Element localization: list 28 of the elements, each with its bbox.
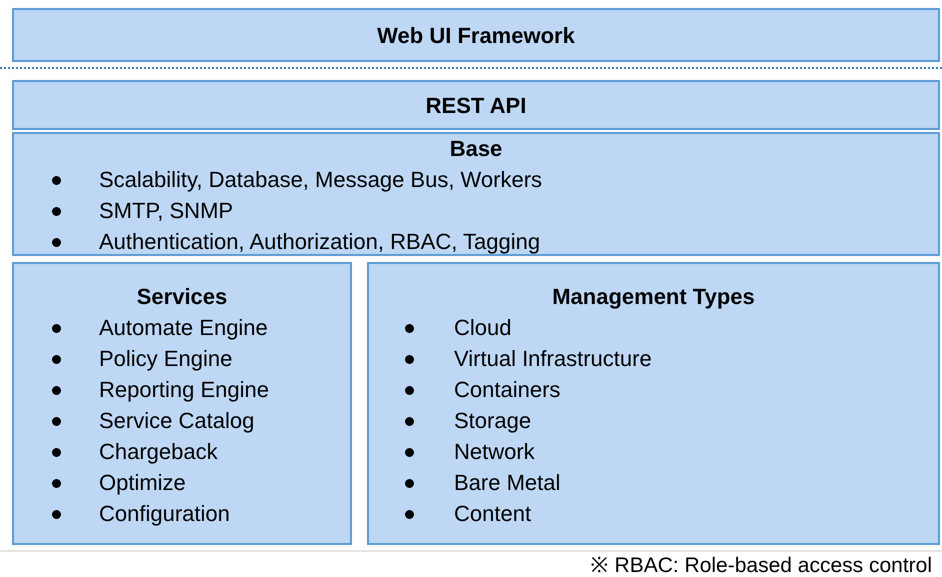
footnote: ※ RBAC: Role-based access control	[590, 553, 932, 577]
box-heading: Base	[450, 136, 502, 162]
list-item: Cloud	[454, 315, 512, 341]
layer-box	[12, 80, 940, 130]
box-heading: Services	[136, 284, 228, 310]
list-item: Network	[454, 439, 535, 465]
list-item: Service Catalog	[99, 408, 254, 434]
list-item: SMTP, SNMP	[99, 198, 234, 224]
layer-box	[12, 8, 940, 62]
list-item: Storage	[454, 408, 532, 434]
panel-box	[367, 262, 940, 545]
box-heading: Management Types	[552, 284, 755, 310]
list-item: Reporting Engine	[99, 377, 270, 403]
list-item: Virtual Infrastructure	[454, 346, 652, 372]
list-item: Configuration	[99, 501, 230, 527]
panel-box	[12, 262, 352, 545]
list-item: Policy Engine	[99, 346, 232, 372]
list-item: Automate Engine	[99, 315, 268, 341]
list-item: Content	[454, 501, 532, 527]
list-item: Scalability, Database, Message Bus, Workers	[99, 167, 542, 193]
list-item: Chargeback	[99, 439, 218, 465]
box-heading: Web UI Framework	[377, 23, 575, 49]
list-item: Bare Metal	[454, 470, 560, 496]
layer-box	[12, 132, 940, 256]
list-item: Authentication, Authorization, RBAC, Tagging	[99, 229, 540, 255]
list-item: Containers	[454, 377, 560, 403]
box-heading: REST API	[426, 93, 526, 119]
list-item: Optimize	[99, 470, 186, 496]
